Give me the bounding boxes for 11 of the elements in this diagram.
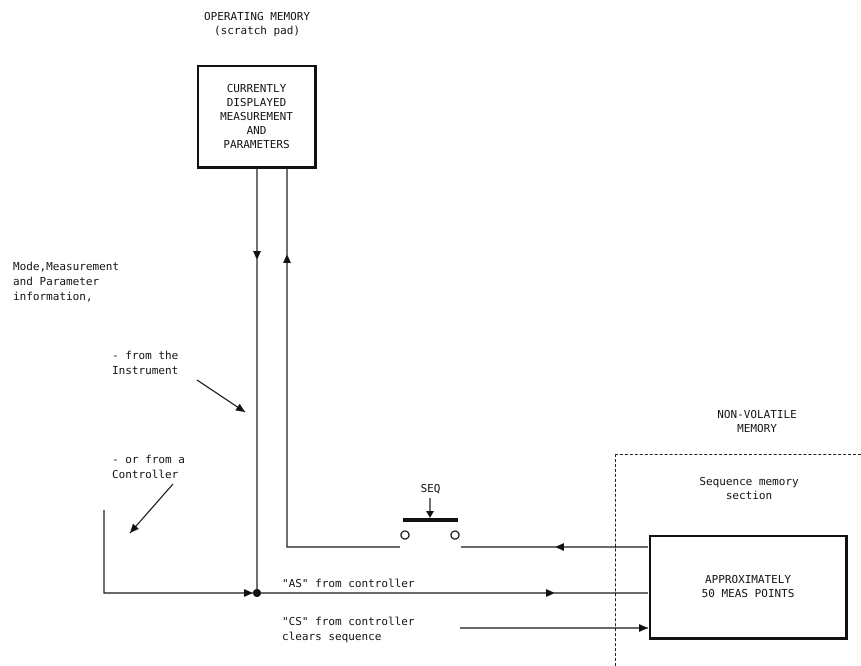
box-text: CURRENTLY DISPLAYED MEASUREMENT AND PARAMETERS [219, 82, 294, 152]
annotation-text: Mode,Measurement and Parameter information, [13, 259, 120, 304]
junction-dot [253, 589, 261, 597]
memory-heading: OPERATING MEMORY (scratch pad) [203, 10, 311, 38]
region-heading: NON-VOLATILE MEMORY [716, 408, 798, 436]
annotation-text: - or from a Controller [112, 452, 204, 484]
annotation-text: - from the Instrument [112, 348, 204, 380]
process-box [649, 535, 848, 640]
switch-label: SEQ [420, 482, 440, 495]
box-text: APPROXIMATELY 50 MEAS POINTS [700, 573, 796, 601]
region-text: Sequence memory section [699, 475, 799, 503]
